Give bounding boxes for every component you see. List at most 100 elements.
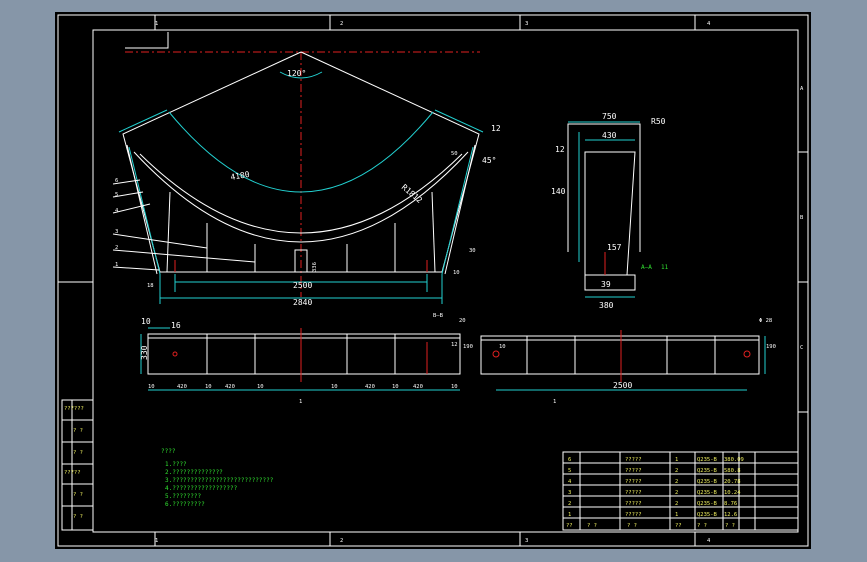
zone-number: 1: [155, 21, 158, 27]
bom-mass: 580.8: [724, 468, 741, 474]
plan-view-right: 2500 Φ 28 190 10 1: [480, 318, 776, 405]
side-dim-height: 140: [551, 187, 566, 196]
note-line: 3.????????????????????????????: [165, 477, 274, 484]
plan-span: 10: [257, 384, 264, 390]
leader-number: 3: [115, 229, 118, 235]
side-dim-radius: R50: [651, 117, 666, 126]
strip-label: ? ?: [73, 428, 83, 434]
note-line: 5.????????: [165, 493, 202, 500]
bom-table: 6 ????? 1 Q235-B 380.09 5 ????? 2 Q235-B…: [562, 451, 799, 531]
plan2-left-mark: 10: [499, 344, 506, 350]
leader-number: 6: [115, 178, 118, 184]
bom-qty: 2: [675, 468, 678, 474]
drawing-viewport[interactable]: 1 2 3 4 1 2 3 4 A B C ?????? ? ? ? ? ???…: [55, 12, 811, 549]
bom-mass: 380.09: [724, 457, 744, 463]
side-dim-foot: 39: [601, 280, 611, 289]
plan-span: 10: [205, 384, 212, 390]
plan-section: B—B: [433, 313, 444, 319]
bom-qty: 1: [675, 457, 678, 463]
dim-right-small: 30: [469, 248, 476, 254]
bom-mass: 12.6: [724, 512, 737, 518]
zone-letter: A: [800, 86, 804, 92]
technical-notes: ???? 1.???? 2.?????????????? 3.?????????…: [161, 448, 274, 508]
side-view: 750 430 R50 12 140 157 39 380 A—A 11: [551, 112, 669, 310]
plan-dim-height: 330: [140, 345, 149, 360]
bom-note: ?????: [625, 512, 642, 518]
zone-letter: B: [800, 215, 804, 221]
plan-sec-dim: 12: [451, 342, 458, 348]
bom-header: ? ?: [725, 523, 735, 529]
dim-left-small: 18: [147, 283, 154, 289]
plan-span: 420: [365, 384, 375, 390]
plan2-height: 190: [766, 344, 776, 350]
side-dim-base: 380: [599, 301, 614, 310]
strip-label: ?????: [64, 470, 81, 476]
leader-number: 4: [115, 208, 119, 214]
bom-no: 4: [568, 479, 572, 485]
zone-number: 2: [340, 21, 343, 27]
note-line: 1.????: [165, 461, 187, 468]
bom-note: ?????: [625, 479, 642, 485]
bom-qty: 2: [675, 479, 678, 485]
bom-header: ??: [675, 523, 682, 529]
plan-span: 420: [225, 384, 235, 390]
bom-qty: 1: [675, 512, 678, 518]
bom-header: ? ?: [627, 523, 637, 529]
bom-header: ? ?: [587, 523, 597, 529]
note-line: 4.??????????????????: [165, 485, 238, 492]
bom-no: 3: [568, 490, 571, 496]
bom-note: ?????: [625, 501, 642, 507]
plan-sec-dim: 20: [459, 318, 466, 324]
plan-sec-dim: 190: [463, 344, 473, 350]
strip-label: ? ?: [73, 492, 83, 498]
plan-view-left: 10 16 330 10 420 10 420 10 10 420 10 420…: [140, 313, 473, 405]
bom-mat: Q235-B: [697, 457, 718, 463]
bom-header: ??: [566, 523, 573, 529]
bom-no: 5: [568, 468, 571, 474]
leader-number: 1: [115, 262, 118, 268]
bom-no: 6: [568, 457, 571, 463]
leader-lines: 6 5 4 3 2 1: [112, 178, 256, 271]
plan-span: 10: [451, 384, 458, 390]
bom-mass: 8.76: [724, 501, 737, 507]
zone-number: 4: [707, 21, 711, 27]
plan2-right-top: Φ 28: [759, 318, 772, 324]
bom-note: ?????: [625, 490, 642, 496]
bom-mat: Q235-B: [697, 501, 718, 507]
plan-dim-top-left: 10: [141, 317, 151, 326]
plan-span: 10: [392, 384, 399, 390]
note-line: 2.??????????????: [165, 469, 223, 476]
front-view: 120° 4180 R1812 12 45° 50 336 6 5 4 3 2 …: [112, 51, 501, 307]
bom-no: 1: [568, 512, 571, 518]
title-tab: [125, 32, 169, 49]
plan-sub: 1: [299, 399, 302, 405]
plan-span: 420: [413, 384, 423, 390]
plan-span: 420: [177, 384, 187, 390]
strip-label: ? ?: [73, 514, 83, 520]
dim-right-top: 12: [491, 124, 501, 133]
angle-arc: [168, 111, 434, 193]
dim-right-angle: 45°: [482, 156, 496, 165]
bom-mat: Q235-B: [697, 468, 718, 474]
side-dim-left: 12: [555, 145, 565, 154]
outer-frame: [57, 14, 809, 547]
side-dim-inner: 430: [602, 131, 617, 140]
leader-number: 2: [115, 245, 118, 251]
strip-label: ? ?: [73, 450, 83, 456]
strip-label: ??????: [64, 406, 84, 412]
arc-dim: 4180: [230, 170, 251, 182]
dim-right-small2: 10: [453, 270, 460, 276]
zone-number: 3: [525, 538, 528, 544]
cad-drawing: 1 2 3 4 1 2 3 4 A B C ?????? ? ? ? ? ???…: [57, 14, 809, 547]
zone-number: 2: [340, 538, 343, 544]
side-dim-top: 750: [602, 112, 617, 121]
leader-number: 5: [115, 192, 118, 198]
bom-note: ?????: [625, 457, 642, 463]
bom-mass: 10.24: [724, 490, 741, 496]
plan-span: 10: [331, 384, 338, 390]
bom-header: ? ?: [697, 523, 707, 529]
thickness-note: 336: [312, 262, 318, 272]
zone-number: 4: [707, 538, 711, 544]
bom-mat: Q235-B: [697, 479, 718, 485]
dim-outer-width: 2840: [293, 298, 312, 307]
